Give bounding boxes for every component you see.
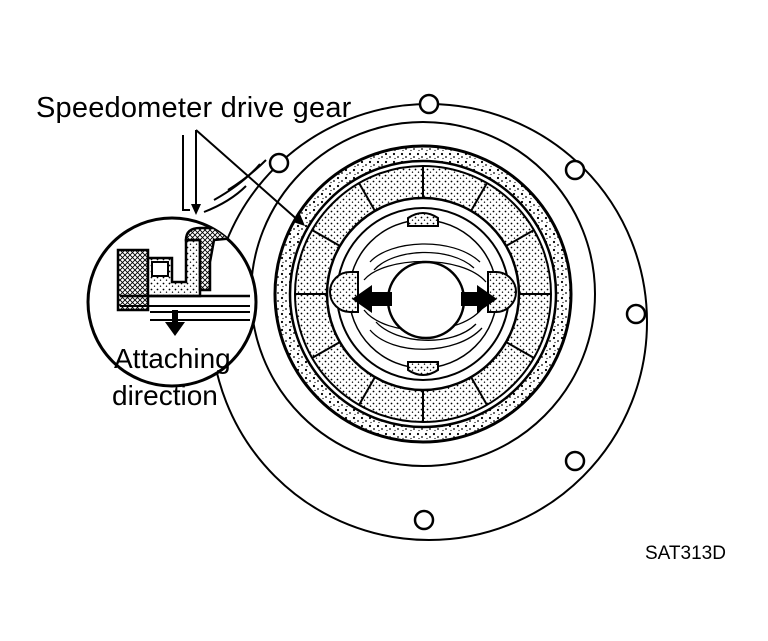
race-lobes xyxy=(328,212,518,376)
band-divisions xyxy=(295,166,551,422)
arrow-left-icon xyxy=(352,285,392,313)
bolt-hole xyxy=(418,93,440,115)
detail-label-line2: direction xyxy=(112,380,218,411)
bolt-hole xyxy=(413,509,435,531)
figure-code: SAT313D xyxy=(645,543,726,564)
arrow-down-icon xyxy=(165,310,185,336)
detail-cross-section xyxy=(116,226,250,321)
part-name-label: Speedometer drive gear xyxy=(36,92,352,124)
bolt-hole xyxy=(564,159,586,181)
bolt-hole xyxy=(625,303,647,325)
bolt-hole xyxy=(268,152,290,174)
bolt-hole xyxy=(564,450,586,472)
center-bore xyxy=(386,260,466,340)
arrow-right-icon xyxy=(461,285,497,313)
bolt-holes xyxy=(268,93,647,531)
detail-label-line1: Attaching xyxy=(114,343,231,374)
leader-lines xyxy=(182,129,301,223)
